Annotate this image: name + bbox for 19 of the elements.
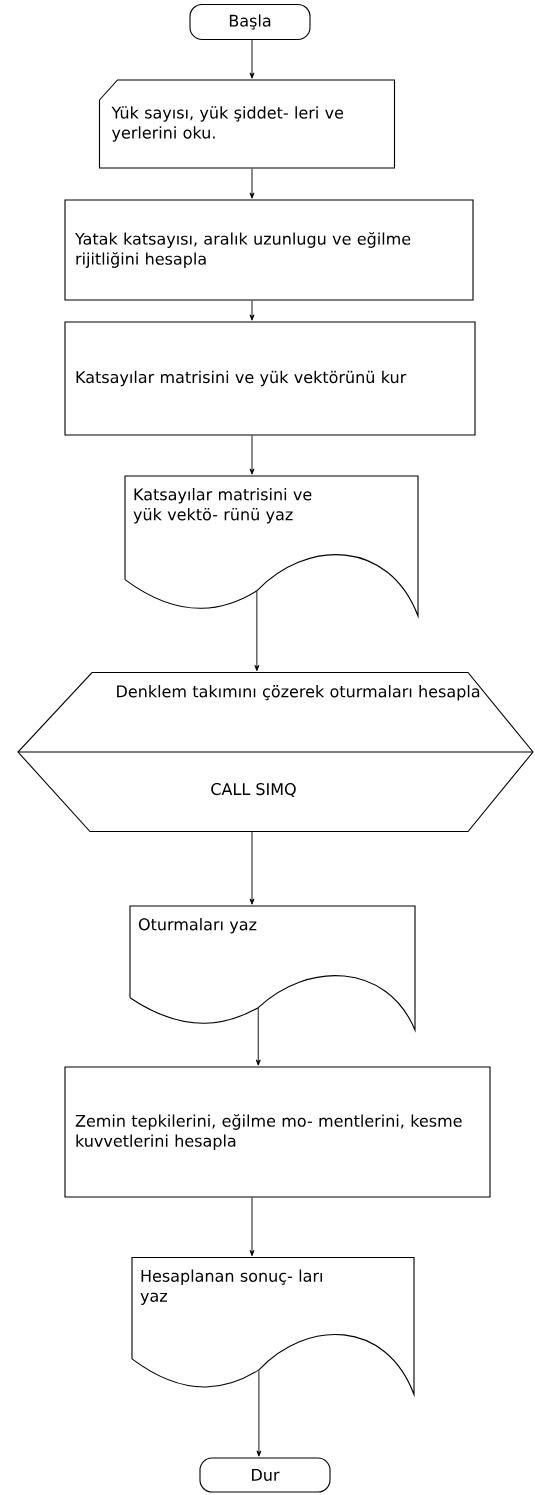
input-card: Yük sayısı, yük şiddet- leri ve yerlerini oku. xyxy=(98,79,396,169)
process-box: Yatak katsayısı, aralık uzunlugu ve eğilme rijitliğini hesapla xyxy=(64,199,474,301)
arrow xyxy=(249,1197,255,1257)
hexagon-box: Denklem takımını çözerek oturmaları hesapla CALL SIMQ xyxy=(17,671,534,833)
arrow xyxy=(249,435,255,475)
arrow xyxy=(256,1369,262,1457)
arrow xyxy=(254,590,260,672)
terminal-box: Başla xyxy=(189,3,311,41)
process-box: Zemin tepkilerini, eğilme mo- mentlerini, kesme kuvvetlerini hesapla xyxy=(64,1066,491,1198)
arrow xyxy=(249,39,255,79)
document-shape: Katsayılar matrisini ve yük vektö- rünü yaz xyxy=(124,475,419,617)
arrow xyxy=(249,168,255,199)
process-box: Katsayılar matrisini ve yük vektörünü kur xyxy=(64,321,476,436)
terminal-box: Dur xyxy=(199,1457,331,1493)
document-shape: Hesaplanan sonuç- ları yaz xyxy=(131,1256,415,1396)
document-shape: Oturmaları yaz xyxy=(129,905,416,1031)
arrow xyxy=(249,831,255,905)
arrow xyxy=(249,300,255,321)
arrow xyxy=(255,1007,261,1066)
